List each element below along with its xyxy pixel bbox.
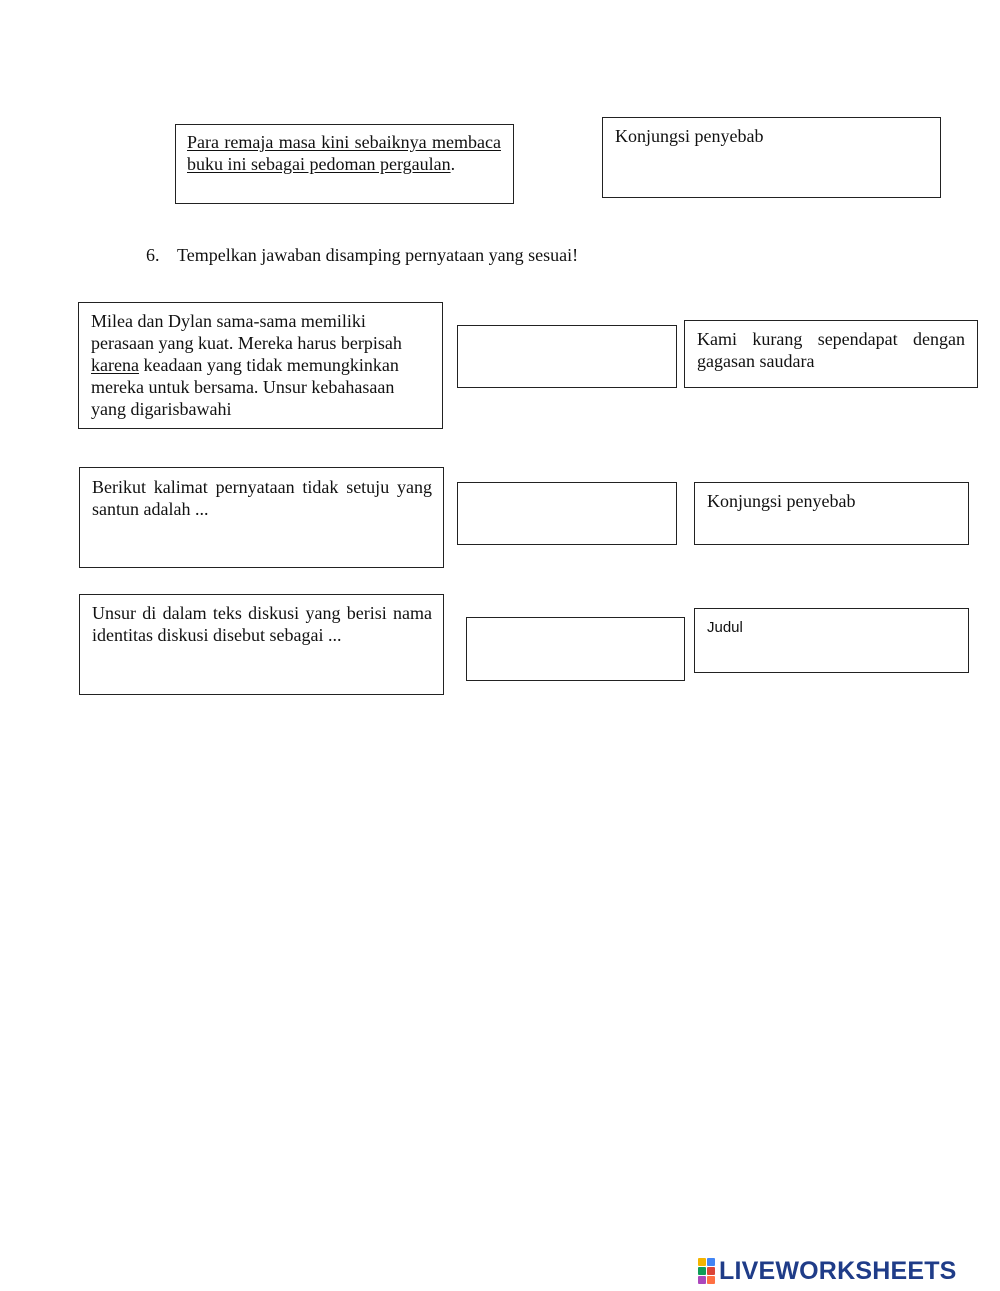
answer-option-2[interactable]: Konjungsi penyebab bbox=[694, 482, 969, 545]
statement-1-part-b: keadaan yang tidak memungkinkan mereka u… bbox=[91, 355, 399, 419]
statement-text-3: Unsur di dalam teks diskusi yang berisi … bbox=[92, 603, 432, 645]
logo-square bbox=[707, 1267, 715, 1275]
answer-option-1[interactable]: Kami kurang sependapat dengan gagasan sa… bbox=[684, 320, 978, 388]
drop-zone-1[interactable] bbox=[457, 325, 677, 388]
statement-box-2 bbox=[79, 467, 444, 568]
top-statement-box bbox=[175, 124, 514, 204]
drop-zone-3[interactable] bbox=[466, 617, 685, 681]
logo-square bbox=[707, 1258, 715, 1266]
answer-option-2-label: Konjungsi penyebab bbox=[707, 491, 856, 511]
top-statement-period: . bbox=[450, 154, 456, 174]
logo-square bbox=[698, 1276, 706, 1284]
statement-box-1 bbox=[78, 302, 443, 429]
top-answer-label: Konjungsi penyebab bbox=[615, 126, 764, 146]
logo-square bbox=[707, 1276, 715, 1284]
statement-text-2: Berikut kalimat pernyataan tidak setuju … bbox=[92, 477, 432, 519]
top-statement-text: Para remaja masa kini sebaiknya membaca … bbox=[187, 131, 501, 175]
answer-option-3-label: Judul bbox=[707, 619, 743, 636]
answer-option-1-label: Kami kurang sependapat dengan gagasan sa… bbox=[697, 329, 965, 371]
liveworksheets-logo-icon bbox=[698, 1258, 715, 1284]
logo-square bbox=[698, 1267, 706, 1275]
top-answer-option[interactable]: Konjungsi penyebab bbox=[602, 117, 941, 198]
answer-option-3[interactable]: Judul bbox=[694, 608, 969, 673]
top-statement-underlined: Para remaja masa kini sebaiknya membaca … bbox=[187, 132, 501, 174]
statement-1-underlined: karena bbox=[91, 355, 139, 375]
statement-box-3 bbox=[79, 594, 444, 695]
logo-text: LIVEWORKSHEETS bbox=[719, 1256, 957, 1285]
question-instruction: Tempelkan jawaban disamping pernyataan y… bbox=[177, 245, 579, 265]
statement-text-1: Milea dan Dylan sama-sama memiliki peras… bbox=[91, 310, 431, 420]
drop-zone-2[interactable] bbox=[457, 482, 677, 545]
question-number: 6. bbox=[146, 245, 160, 265]
statement-1-part-a: Milea dan Dylan sama-sama memiliki peras… bbox=[91, 311, 402, 353]
logo-square bbox=[698, 1258, 706, 1266]
liveworksheets-logo: LIVEWORKSHEETS bbox=[698, 1257, 957, 1285]
